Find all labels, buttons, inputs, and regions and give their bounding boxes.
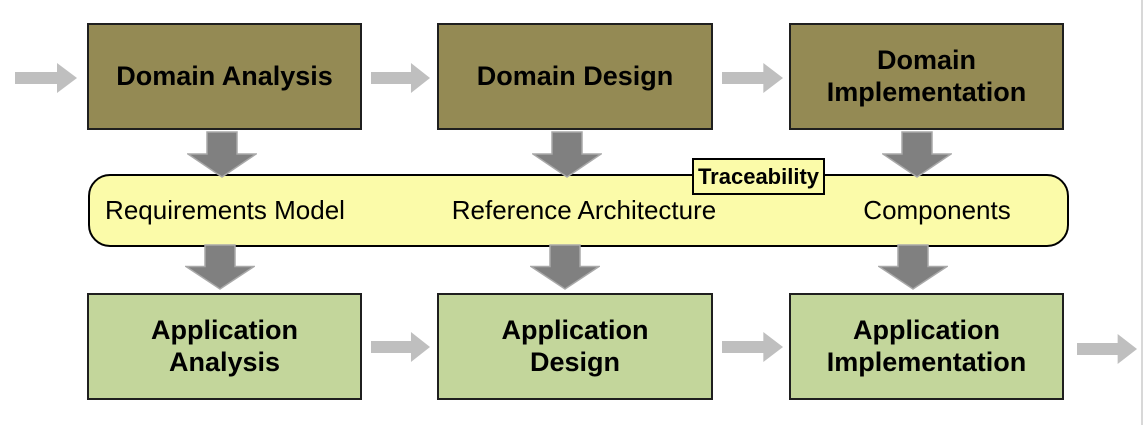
domain-implementation-label: Domain Implementation	[826, 44, 1027, 107]
page-border-line	[1141, 0, 1143, 425]
domain-implementation-box: Domain Implementation	[789, 23, 1064, 130]
down-arrow-icon	[882, 131, 952, 178]
domain-design-label: Domain Design	[476, 60, 674, 91]
components-label: Components	[863, 195, 1011, 225]
right-arrow-icon	[722, 332, 783, 362]
traceability-tag: Traceability	[692, 158, 825, 195]
right-arrow-icon	[722, 63, 783, 93]
application-design-box: Application Design	[437, 293, 713, 400]
right-arrow-icon	[371, 63, 430, 93]
application-analysis-label: Application Analysis	[151, 314, 298, 377]
down-arrow-icon	[185, 244, 255, 290]
right-arrow-icon	[15, 63, 77, 93]
down-arrow-icon	[187, 131, 257, 178]
application-implementation-label: Application Implementation	[826, 314, 1027, 377]
traceability-tag-label: Traceability	[697, 163, 820, 189]
down-arrow-icon	[878, 244, 948, 290]
requirements-model-label: Requirements Model	[105, 195, 345, 225]
application-design-label: Application Design	[501, 314, 649, 377]
right-arrow-icon	[371, 332, 430, 362]
down-arrow-icon	[532, 131, 602, 178]
domain-design-box: Domain Design	[437, 23, 713, 130]
right-arrow-icon	[1077, 334, 1137, 364]
application-analysis-box: Application Analysis	[87, 293, 362, 400]
reference-architecture-label: Reference Architecture	[451, 195, 717, 225]
domain-analysis-box: Domain Analysis	[87, 23, 362, 130]
domain-analysis-label: Domain Analysis	[116, 60, 333, 91]
down-arrow-icon	[530, 244, 600, 290]
traceability-band	[88, 174, 1069, 247]
application-implementation-box: Application Implementation	[789, 293, 1064, 400]
